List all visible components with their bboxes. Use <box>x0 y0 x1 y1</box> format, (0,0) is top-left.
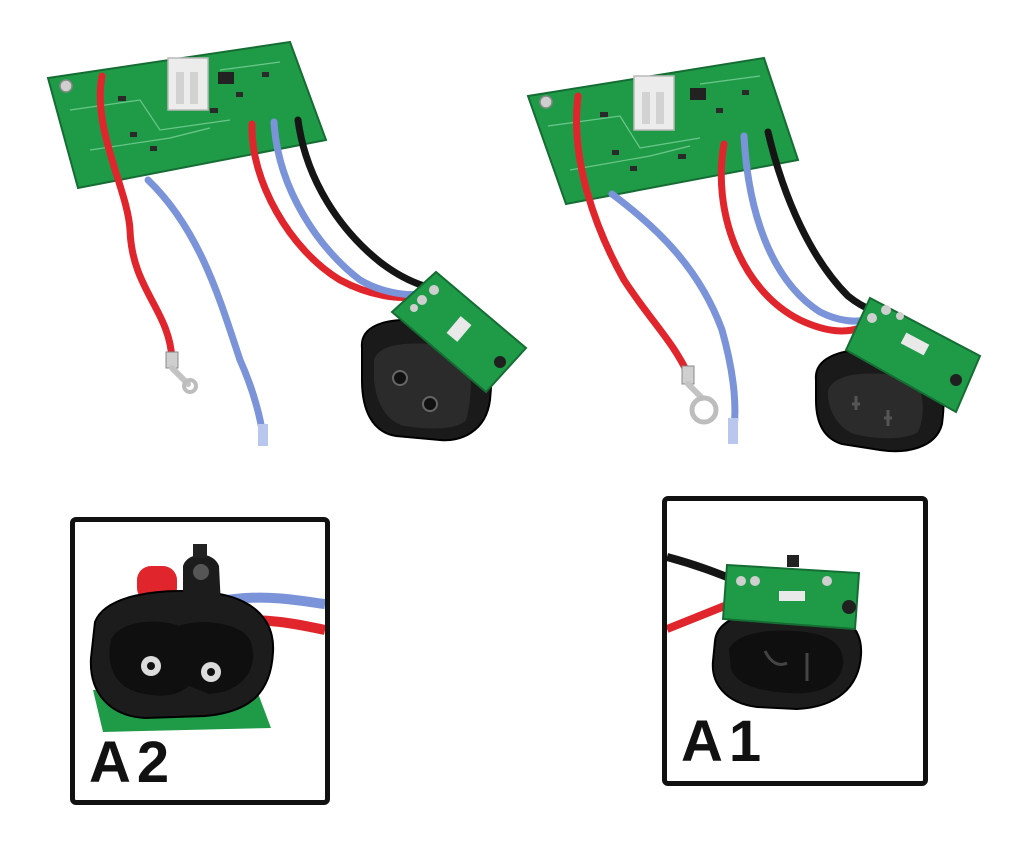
inset-a1-photo <box>667 553 863 711</box>
inset-a1: A1 <box>662 496 928 786</box>
right-red-wire-socket <box>717 140 864 335</box>
left-blue-wire-lead <box>144 176 268 444</box>
left-ring-terminal <box>165 351 198 394</box>
left-black-wire-socket <box>294 116 428 290</box>
right-assembly <box>526 56 982 453</box>
right-red-wire-lead <box>573 92 692 378</box>
right-blue-wire-socket <box>740 132 868 325</box>
inset-a2-photo <box>89 544 325 732</box>
right-blue-wire-lead <box>608 190 739 434</box>
right-socket-pcb <box>844 296 982 414</box>
left-red-wire-lead <box>96 72 176 364</box>
right-ic-chip <box>690 88 706 100</box>
left-assembly <box>46 40 528 446</box>
inset-a2: A2 <box>70 517 330 805</box>
right-ring-terminal <box>681 365 719 425</box>
inset-a2-label: A2 <box>89 730 176 795</box>
left-jst-connector <box>167 57 209 111</box>
inset-a1-label: A1 <box>681 709 768 774</box>
left-red-wire-socket <box>248 120 422 301</box>
left-socket-pcb <box>390 270 528 394</box>
left-blue-wire-socket <box>270 118 424 298</box>
right-main-pcb <box>526 56 800 206</box>
right-jst-connector <box>633 75 675 131</box>
right-black-wire-socket <box>764 128 876 314</box>
left-ic-chip <box>218 72 234 84</box>
